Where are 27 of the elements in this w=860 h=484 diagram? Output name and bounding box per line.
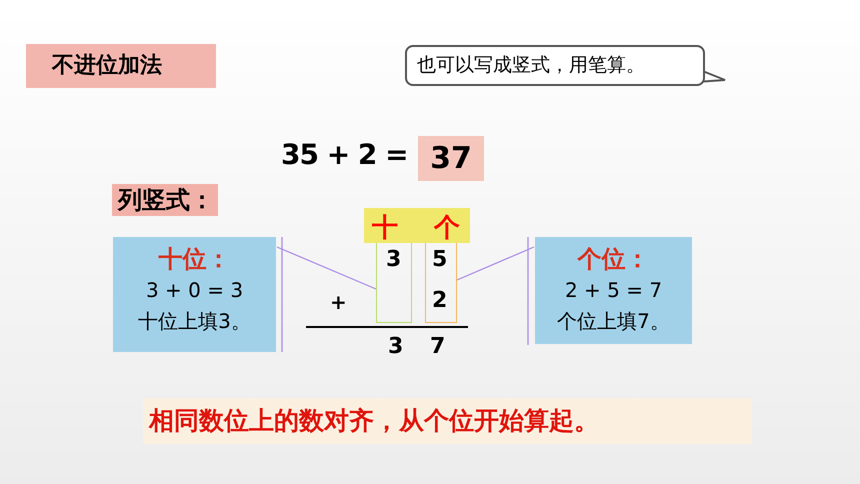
digit: 3 [386,247,402,272]
answer-box: 37 [418,136,484,181]
header-text: 十 [372,212,398,245]
equation-text: 35 + 2 = [281,138,408,171]
digit: 5 [432,247,448,272]
speech-bubble: 也可以写成竖式，用笔算。 [405,45,705,86]
place-header [364,208,470,243]
header-text: 个 [434,212,460,245]
digit: 7 [430,334,446,359]
plus-sign: + [330,290,347,314]
info-box [535,237,692,344]
digit: 2 [432,288,448,313]
box-heading: 十位： [158,244,232,275]
statement-box: 相同数位上的数对齐，从个位开始算起。 [143,398,752,444]
equation-text: 2 + 5 = 7 [564,278,664,302]
digit: 3 [388,334,404,359]
title-box: 不进位加法 [26,44,216,88]
leader-line [276,246,376,290]
digit-column [425,243,457,323]
label-box: 列竖式： [112,184,218,216]
info-box [113,237,276,352]
note-text: 十位上填3。 [137,308,252,335]
note-text: 个位上填7。 [556,308,671,335]
leader-line [456,246,534,281]
box-heading: 个位： [576,244,650,275]
digit-column [376,243,412,323]
equation-text: 3 + 0 = 3 [144,278,244,302]
